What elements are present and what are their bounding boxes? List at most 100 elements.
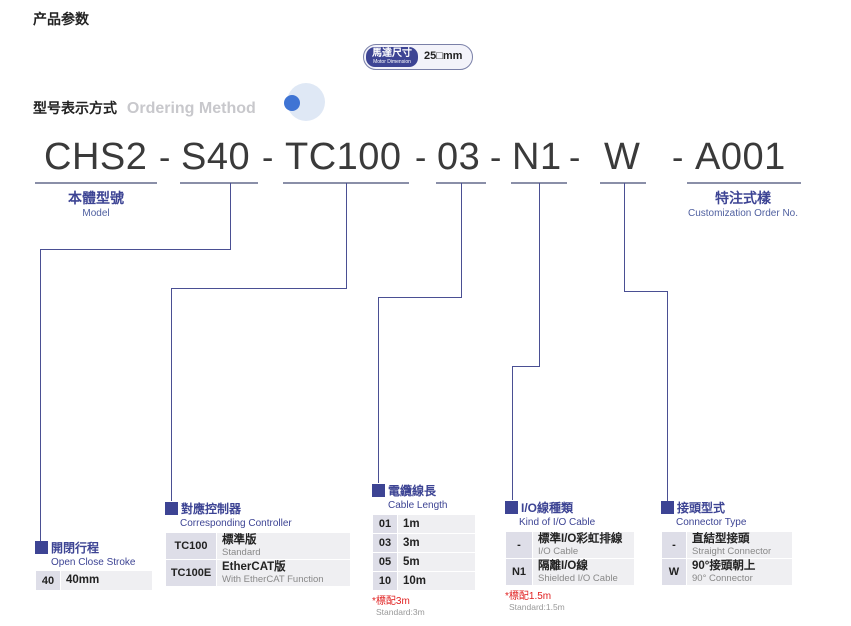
stroke-table: 40 40mm bbox=[35, 570, 153, 591]
underline-connector bbox=[600, 182, 646, 184]
controller-block-header: 對應控制器 bbox=[165, 500, 351, 518]
section-title-params: 产品参数 bbox=[33, 11, 89, 27]
io-value-cn: 標準I/O彩虹排線 bbox=[538, 533, 623, 545]
connector-value-cn: 90°接頭朝上 bbox=[692, 560, 756, 572]
code-part-stroke: S40 bbox=[181, 136, 251, 178]
code-separator: - bbox=[672, 139, 684, 177]
connector-line bbox=[40, 249, 41, 542]
cable-value: 3m bbox=[397, 533, 476, 553]
cable-value-cn: 10m bbox=[403, 574, 427, 587]
connector-line bbox=[171, 288, 347, 289]
controller-value-cn: 標準版 bbox=[222, 534, 257, 546]
connector-line bbox=[346, 183, 347, 289]
ordering-title-en: Ordering Method bbox=[126, 100, 256, 117]
controller-value-en: Standard bbox=[222, 547, 261, 558]
connector-value-en: 90° Connector bbox=[692, 573, 753, 584]
motor-dimension-tag-cn: 馬達尺寸 bbox=[372, 48, 412, 59]
connector-title-en: Connector Type bbox=[676, 517, 747, 528]
controller-key: TC100 bbox=[165, 532, 217, 560]
connector-line bbox=[40, 249, 231, 250]
code-separator: - bbox=[415, 139, 427, 177]
connector-line bbox=[624, 291, 668, 292]
model-label: 本體型號 Model bbox=[35, 188, 157, 219]
cable-value: 5m bbox=[397, 552, 476, 572]
io-note: *標配1.5m bbox=[505, 591, 552, 602]
stroke-key: 40 bbox=[35, 570, 61, 591]
cable-value: 10m bbox=[397, 571, 476, 591]
cable-key: 05 bbox=[372, 552, 398, 572]
cable-value: 1m bbox=[397, 514, 476, 534]
table-row: 03 3m bbox=[372, 533, 476, 553]
cable-value-cn: 5m bbox=[403, 555, 420, 568]
cable-key: 03 bbox=[372, 533, 398, 553]
stroke-block: 開閉行程 Open Close Stroke 40 40mm bbox=[35, 539, 153, 591]
connector-line bbox=[512, 366, 540, 367]
model-label-en: Model bbox=[82, 208, 110, 219]
controller-value-cn: EtherCAT版 bbox=[222, 561, 286, 573]
section-title-ordering: 型号表示方式 Ordering Method bbox=[33, 98, 256, 118]
table-row: 40 40mm bbox=[35, 570, 153, 591]
io-title-cn: I/O線種類 bbox=[521, 501, 574, 515]
cable-title-cn: 電纜線長 bbox=[388, 484, 437, 498]
ordering-title-cn: 型号表示方式 bbox=[33, 100, 117, 116]
controller-title-en: Corresponding Controller bbox=[180, 518, 292, 529]
code-separator: - bbox=[262, 139, 274, 177]
connector-line bbox=[378, 297, 462, 298]
controller-key: TC100E bbox=[165, 559, 217, 587]
cable-value-cn: 3m bbox=[403, 536, 420, 549]
stroke-block-header: 開閉行程 bbox=[35, 539, 153, 557]
square-marker-icon bbox=[35, 541, 48, 554]
connector-line bbox=[512, 366, 513, 500]
io-key: - bbox=[505, 531, 533, 559]
cable-key: 01 bbox=[372, 514, 398, 534]
underline-custom bbox=[687, 182, 801, 184]
connector-value-cn: 直結型接頭 bbox=[692, 533, 750, 545]
io-title-en: Kind of I/O Cable bbox=[519, 517, 596, 528]
cable-block-header: 電纜線長 bbox=[372, 482, 476, 500]
io-value-cn: 隔離I/O線 bbox=[538, 560, 588, 572]
connector-line bbox=[667, 291, 668, 501]
square-marker-icon bbox=[661, 501, 674, 514]
controller-block: 對應控制器 Corresponding Controller TC100 標準版… bbox=[165, 500, 351, 587]
cable-title-en: Cable Length bbox=[388, 500, 448, 511]
connector-line bbox=[230, 183, 231, 250]
io-value-en: I/O Cable bbox=[538, 546, 579, 557]
controller-title-cn: 對應控制器 bbox=[181, 502, 242, 516]
controller-value-en: With EtherCAT Function bbox=[222, 574, 324, 585]
io-value-en: Shielded I/O Cable bbox=[538, 573, 618, 584]
model-label-cn: 本體型號 bbox=[68, 190, 124, 206]
connector-line bbox=[171, 288, 172, 501]
underline-stroke bbox=[180, 182, 258, 184]
code-separator: - bbox=[159, 139, 171, 177]
stroke-value: 40mm bbox=[60, 570, 153, 591]
motor-dimension-tag-en: Motor Dimension bbox=[373, 59, 411, 65]
stroke-title-cn: 開閉行程 bbox=[51, 541, 100, 555]
code-part-cable: 03 bbox=[437, 136, 481, 178]
connector-line bbox=[539, 183, 540, 367]
io-block-header: I/O線種類 bbox=[505, 499, 635, 517]
cable-note: *標配3m bbox=[372, 596, 410, 607]
cable-note-en: Standard:3m bbox=[376, 607, 425, 617]
motor-dimension-value: 25□mm bbox=[424, 50, 463, 62]
motor-dimension-pill: 馬達尺寸 Motor Dimension 25□mm bbox=[363, 44, 473, 70]
code-separator: - bbox=[490, 139, 502, 177]
decorative-dot-icon bbox=[284, 95, 300, 111]
